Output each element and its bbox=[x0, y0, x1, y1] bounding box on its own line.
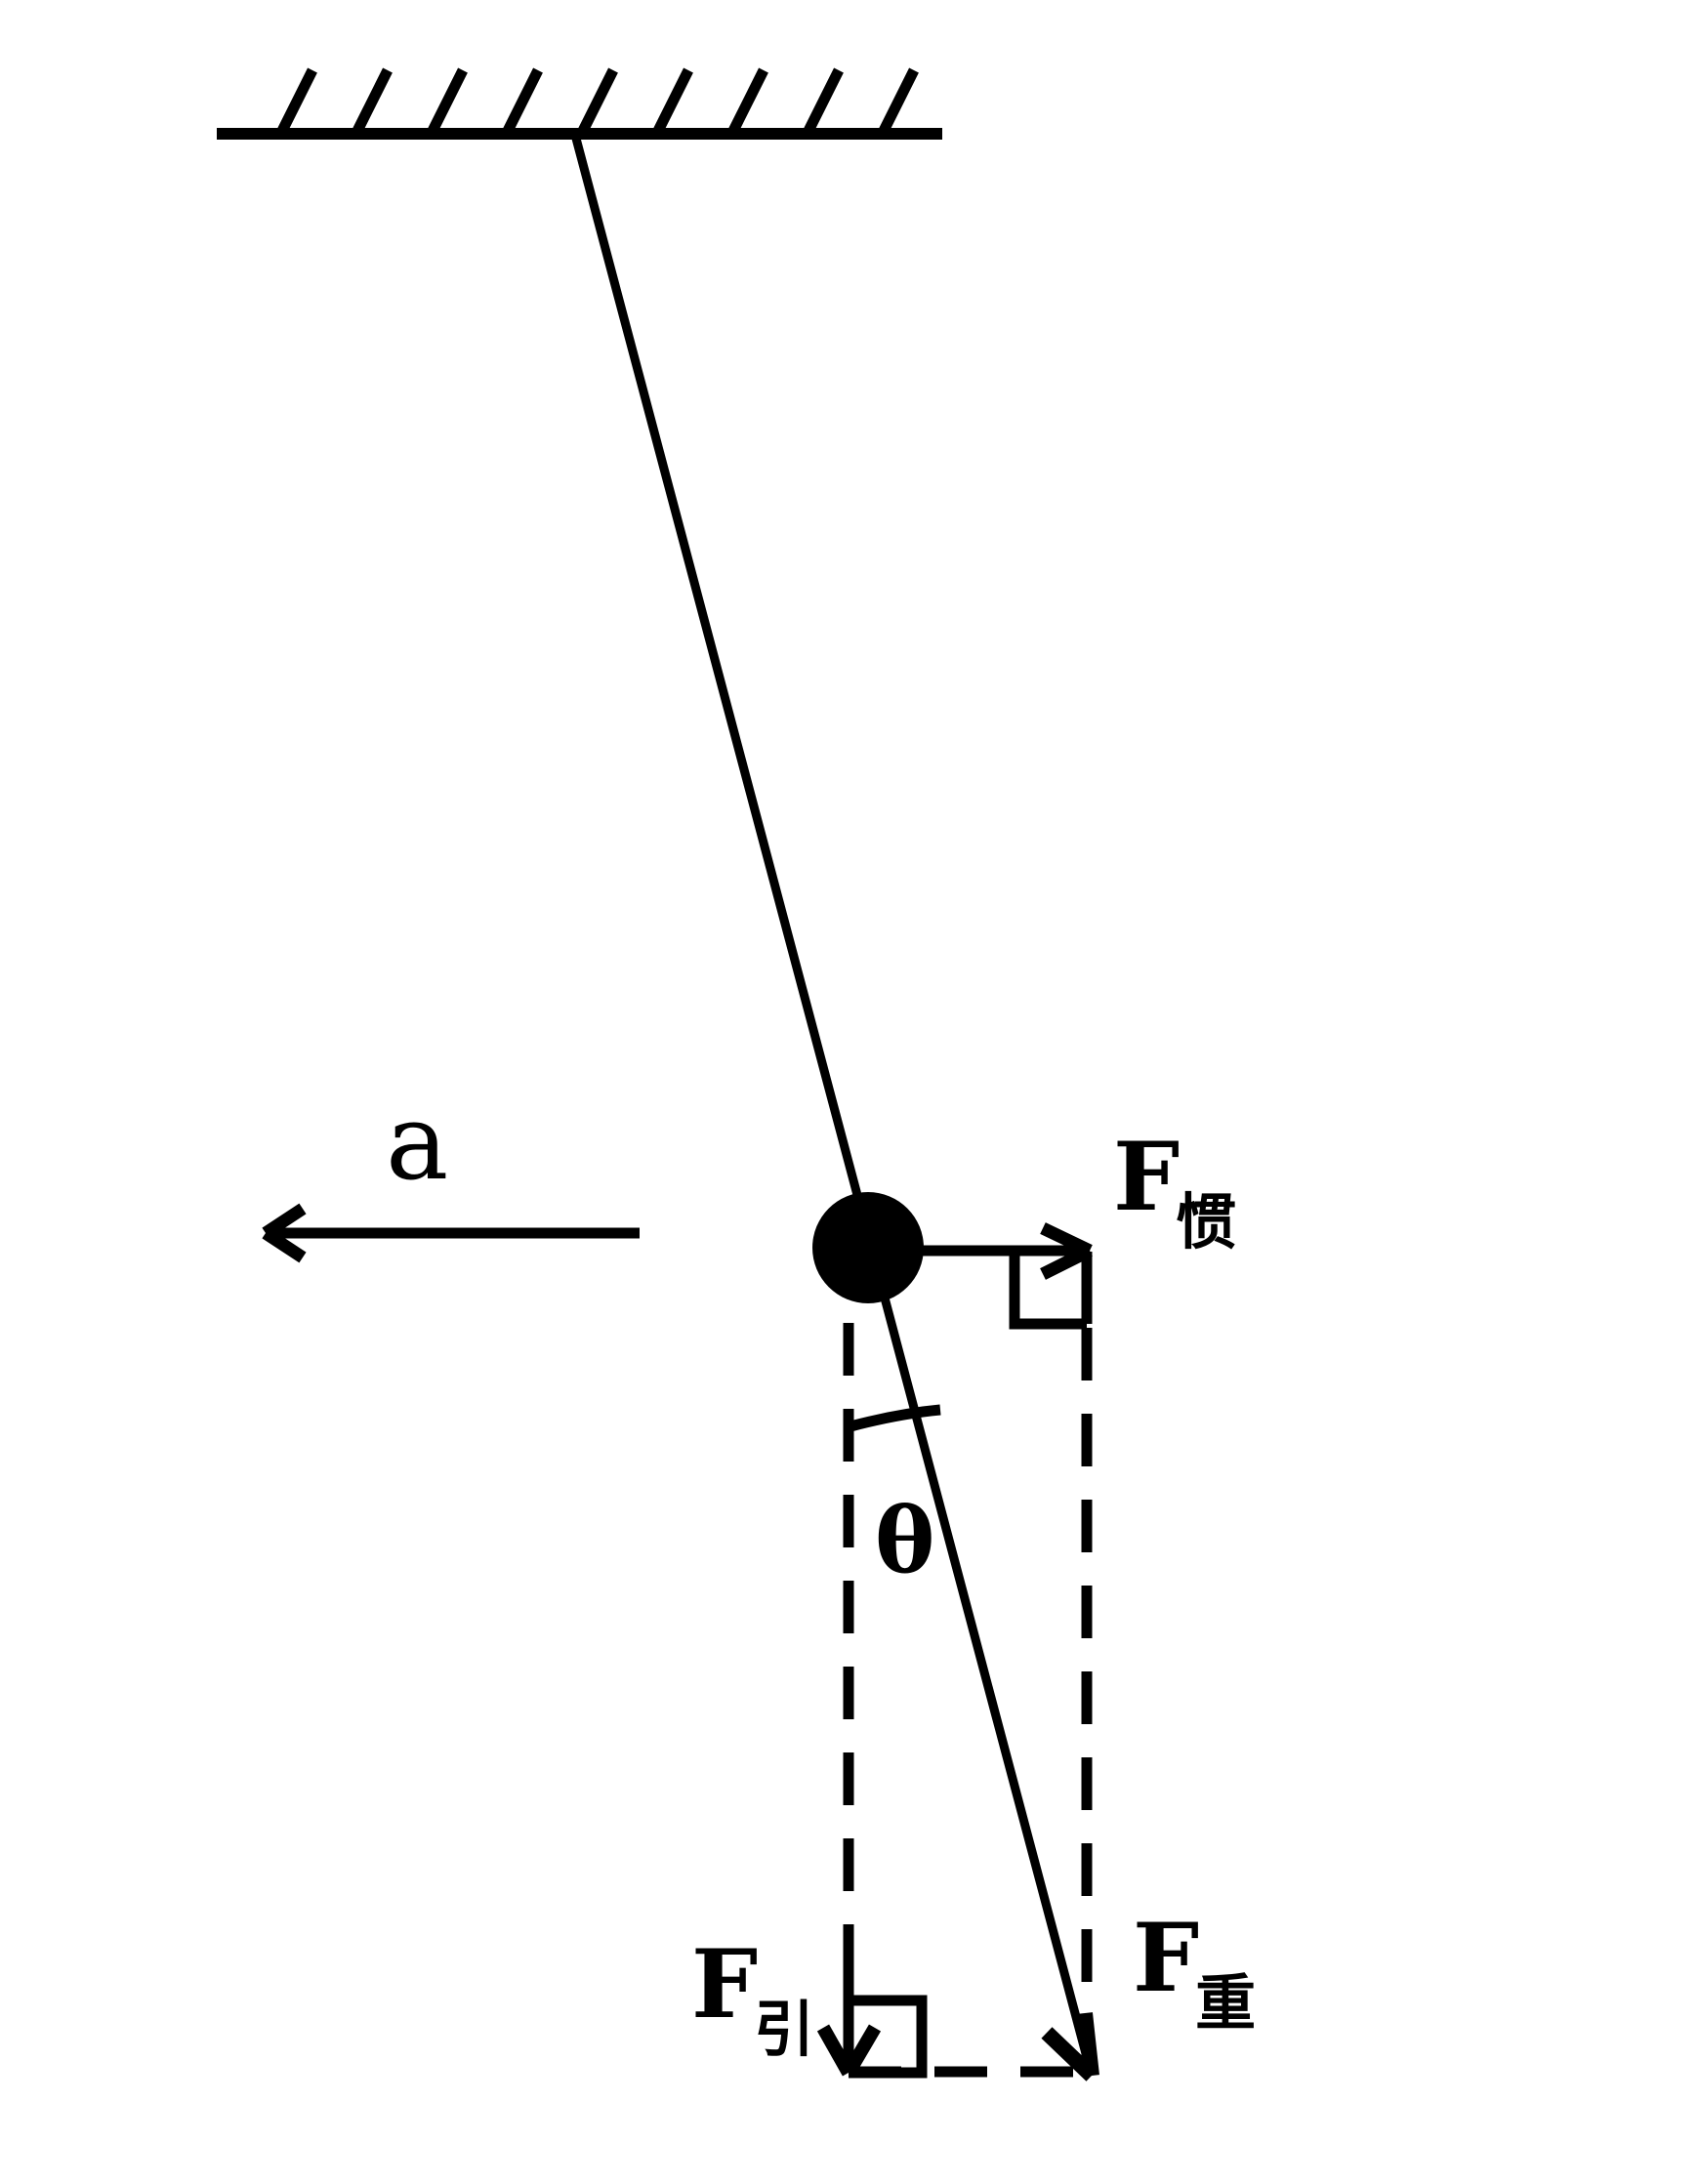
angle-theta-label: θ bbox=[875, 1488, 935, 1593]
inertial-force-label: F惯 bbox=[1113, 1131, 1240, 1253]
attraction-force-label: F引 bbox=[691, 1938, 818, 2060]
attraction-force-arrowhead bbox=[816, 2024, 882, 2077]
inertial-force-arrow bbox=[868, 1222, 1093, 1330]
hatch-mark bbox=[500, 67, 543, 140]
ceiling-hatch-marks bbox=[274, 67, 919, 140]
hatch-mark bbox=[725, 67, 768, 140]
hatch-mark bbox=[425, 67, 468, 140]
hatch-mark bbox=[350, 67, 393, 140]
acceleration-arrowhead bbox=[262, 1203, 307, 1263]
weight-force-subscript: 重 bbox=[1195, 1967, 1257, 2040]
ceiling-support bbox=[217, 67, 942, 140]
angle-theta-arc bbox=[849, 1404, 941, 1432]
weight-force-label: F重 bbox=[1133, 1912, 1260, 2034]
inertial-force-subscript: 惯 bbox=[1176, 1186, 1237, 1258]
pendulum-string bbox=[570, 133, 1099, 2081]
hatch-mark bbox=[801, 67, 844, 140]
attraction-force-symbol: F bbox=[691, 1929, 759, 2040]
acceleration-label: a bbox=[386, 1082, 449, 1204]
hatch-mark bbox=[876, 67, 919, 140]
attraction-force-arrow bbox=[816, 1933, 928, 2079]
attraction-force-subscript: 引 bbox=[754, 1994, 815, 2066]
right-angle-marker-attraction bbox=[849, 1995, 928, 2079]
weight-force-symbol: F bbox=[1133, 1903, 1200, 2013]
right-angle-marker-inertial bbox=[1009, 1252, 1087, 1330]
string-line bbox=[570, 133, 1097, 2078]
hatch-mark bbox=[575, 67, 618, 140]
acceleration-arrow bbox=[262, 1203, 640, 1263]
hatch-mark bbox=[650, 67, 693, 140]
inertial-force-symbol: F bbox=[1113, 1122, 1181, 1232]
construction-dashed-lines bbox=[843, 1323, 1093, 2078]
hatch-mark bbox=[274, 67, 317, 140]
